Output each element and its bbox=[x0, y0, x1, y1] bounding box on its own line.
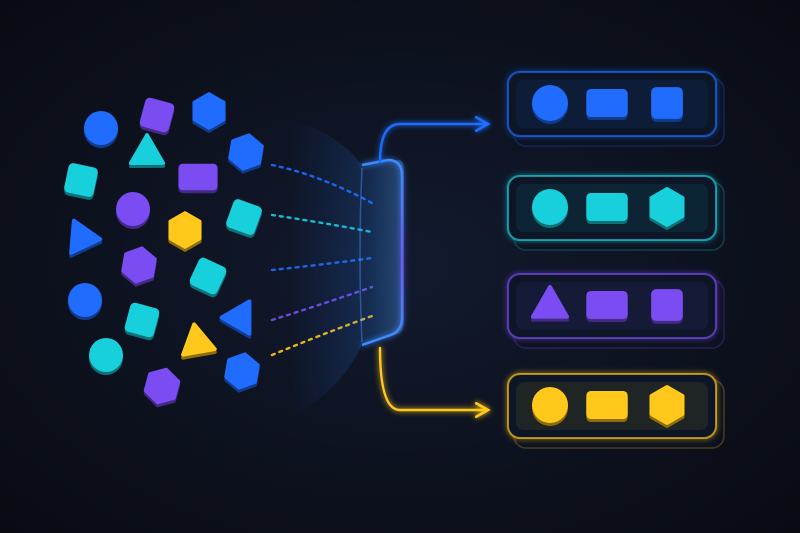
input-hexagon-blue bbox=[192, 92, 226, 133]
group-card-yellow bbox=[507, 373, 725, 449]
output-triangle-purple bbox=[530, 285, 570, 322]
input-square-cyan bbox=[189, 257, 227, 298]
input-square-cyan bbox=[226, 199, 262, 238]
output-groups bbox=[507, 71, 725, 449]
input-circle-purple bbox=[116, 192, 150, 229]
output-circle-cyan bbox=[532, 189, 568, 228]
arrow-blue bbox=[378, 115, 491, 164]
output-rectangle-cyan bbox=[586, 192, 628, 225]
input-triangle-blue bbox=[69, 218, 103, 258]
sorting-funnel bbox=[290, 120, 404, 415]
input-square-cyan bbox=[124, 302, 160, 341]
group-card-cyan bbox=[507, 175, 725, 251]
output-rectangle-purple bbox=[586, 290, 628, 323]
input-circle-cyan bbox=[89, 338, 123, 375]
output-square-purple bbox=[651, 289, 683, 324]
input-circle-blue bbox=[84, 111, 118, 148]
input-square-purple bbox=[139, 97, 175, 136]
input-hexagon-yellow bbox=[168, 211, 202, 252]
input-hexagon-blue bbox=[224, 352, 260, 393]
input-shape-cloud bbox=[64, 92, 264, 408]
input-hexagon-blue bbox=[228, 133, 264, 174]
output-rectangle-blue bbox=[586, 88, 628, 121]
input-triangle-cyan bbox=[128, 133, 166, 168]
funnel-edge bbox=[361, 158, 404, 347]
input-triangle-blue bbox=[219, 299, 252, 339]
output-rectangle-yellow bbox=[586, 390, 628, 423]
output-circle-blue bbox=[532, 85, 568, 124]
output-square-blue bbox=[651, 87, 683, 122]
input-circle-blue bbox=[68, 283, 102, 320]
group-card-purple bbox=[507, 273, 725, 349]
input-square-cyan bbox=[64, 163, 98, 200]
input-rectangle-purple bbox=[178, 163, 218, 194]
funnel-body bbox=[290, 120, 404, 415]
input-hexagon-purple bbox=[121, 246, 157, 287]
output-hexagon-yellow bbox=[649, 384, 685, 429]
input-triangle-yellow bbox=[181, 322, 217, 360]
group-card-blue bbox=[507, 71, 725, 147]
output-hexagon-cyan bbox=[649, 186, 685, 231]
output-circle-yellow bbox=[532, 387, 568, 426]
input-hexagon-purple bbox=[143, 367, 181, 408]
arrow-yellow bbox=[378, 346, 491, 419]
funnel-inner-edge bbox=[359, 167, 363, 343]
output-arrows bbox=[378, 115, 491, 419]
